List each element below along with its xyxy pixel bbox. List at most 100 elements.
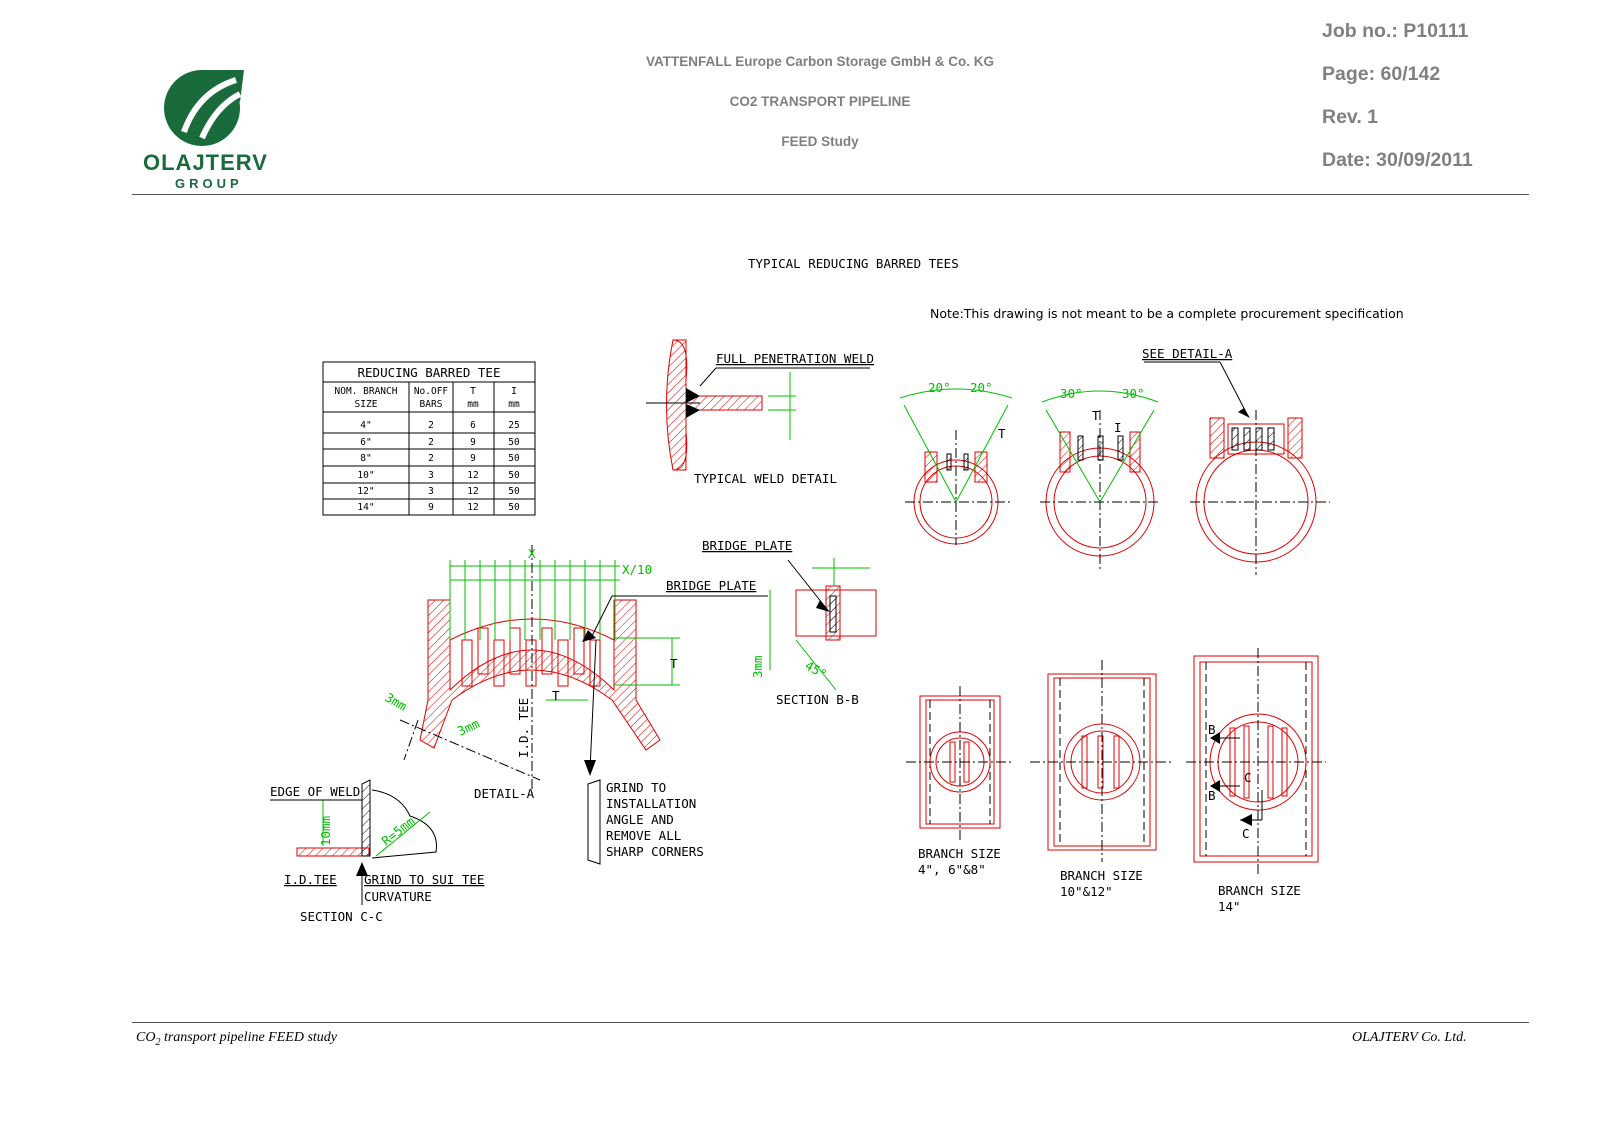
table-cell: 6 [470,420,476,431]
angle-label: 20° [928,380,951,395]
section-marker: C [1242,826,1250,841]
table-cell: 10" [357,470,374,481]
plan-view-1 [906,686,1014,842]
section-bb-drawing [769,558,877,691]
table-cell: 4" [360,420,371,431]
angle-label: 45° [803,658,830,682]
drawing-note: Note:This drawing is not meant to be a c… [930,306,1404,321]
x-dimension-label: X [528,546,536,561]
thickness-label: T [998,426,1006,441]
table-cell: 6" [360,437,371,448]
thickness-label: T [552,688,560,703]
bridge-bar [557,639,569,687]
page-number: Page: 60/142 [1322,63,1441,85]
grind-suit-label: GRIND TO SUI TEE [364,872,484,887]
grind-note-line: GRIND TO [606,780,666,795]
footer-rule [132,1022,1529,1023]
section-marker: B [1208,722,1216,737]
see-detail-a-label: SEE DETAIL-A [1142,346,1233,361]
technical-drawing: TYPICAL REDUCING BARRED TEES Note:This d… [270,256,1404,924]
table-cell: 3 [428,470,434,481]
branch-size-label: BRANCH SIZE [918,846,1001,861]
bridge-plate-label: BRIDGE PLATE [666,578,756,593]
branch-size-value: 4", 6"&8" [918,862,986,877]
detail-a-label: DETAIL-A [474,786,535,801]
table-cell: 9 [428,502,434,513]
table-cell: 25 [508,420,519,431]
typical-weld-detail-label: TYPICAL WELD DETAIL [694,471,837,486]
job-number: Job no.: P10111 [1322,20,1469,42]
table-cell: 50 [508,470,520,481]
angle-label: 30° [1122,386,1145,401]
bridge-bar [461,639,473,687]
weld-detail [646,339,870,471]
id-tee-label: I.D. TEE [516,698,531,758]
angle-label: 20° [970,380,993,395]
grind-note-line: INSTALLATION [606,796,696,811]
table-cell: 12 [467,502,478,513]
full-penetration-weld-label: FULL PENETRATION WELD [716,351,874,366]
edge-of-weld-label: EDGE OF WELD [270,784,360,799]
footer-left-text: transport pipeline FEED study [160,1030,337,1045]
grind-note-line: SHARP CORNERS [606,844,704,859]
table-cell: 2 [428,437,434,448]
header-rule [132,194,1529,195]
branch-size-value: 10"&12" [1060,884,1113,899]
table-header: mm [508,399,520,410]
bridge-bar [525,639,537,687]
table-cell: 50 [508,453,520,464]
table-header: mm [467,399,479,410]
radius-label: R=5mm [379,813,418,848]
section-cc-drawing [270,779,437,905]
section-bb-label: SECTION B-B [776,692,859,707]
table-cell: 2 [428,420,434,431]
table-cell: 50 [508,502,520,513]
footer-left-sub: 2 [155,1036,161,1048]
bridge-bar [477,627,489,675]
table-cell: 9 [470,437,476,448]
project-name: CO2 TRANSPORT PIPELINE [729,94,911,109]
bridge-plate-label: BRIDGE PLATE [702,538,792,553]
table-header: T [470,386,476,397]
bridge-bar [541,627,553,675]
id-tee-label: I.D.TEE [284,872,337,887]
company-logo: OLAJTERV GROUP [140,62,280,192]
plan-view-3 [1186,648,1326,876]
tee-section-3 [1144,361,1330,575]
table-title: REDUCING BARRED TEE [358,365,501,380]
dimension-label: 3mm [750,655,765,678]
table-cell: 12" [357,486,374,497]
section-marker: B [1208,788,1216,803]
branch-size-label: BRANCH SIZE [1060,868,1143,883]
dimension-label: 3mm [455,716,482,739]
table-cell: 14" [357,502,374,513]
table-header: No.OFF [414,386,449,397]
dimension-label: 10mm [318,816,333,846]
grind-note-line: ANGLE AND [606,812,674,827]
table-header: SIZE [355,399,378,410]
logo-subtext: GROUP [175,176,243,191]
table-cell: 2 [428,453,434,464]
footer-right: OLAJTERV Co. Ltd. [1352,1030,1467,1045]
table-cell: 50 [508,486,520,497]
grind-note-line: REMOVE ALL [606,828,681,843]
logo-leaf-icon [164,70,244,146]
table-header: NOM. BRANCH [335,386,398,397]
x10-dimension-label: X/10 [622,562,652,577]
thickness-label: T [1092,408,1100,423]
bridge-bar [493,639,505,687]
table-header: BARS [420,399,443,410]
company-name: VATTENFALL Europe Carbon Storage GmbH & … [645,54,994,69]
section-marker: C [1244,770,1252,785]
bridge-bar [573,627,585,675]
revision: Rev. 1 [1322,106,1379,128]
tee-section-1 [899,388,1013,545]
reducing-tee-table [322,361,536,516]
angle-label: 30° [1060,386,1083,401]
footer-left-text: CO [136,1030,156,1045]
table-cell: 12 [467,470,478,481]
drawing-title: TYPICAL REDUCING BARRED TEES [748,256,959,271]
thickness-label: T [670,656,678,671]
table-header: I [511,386,517,397]
bridge-bar [589,639,601,687]
